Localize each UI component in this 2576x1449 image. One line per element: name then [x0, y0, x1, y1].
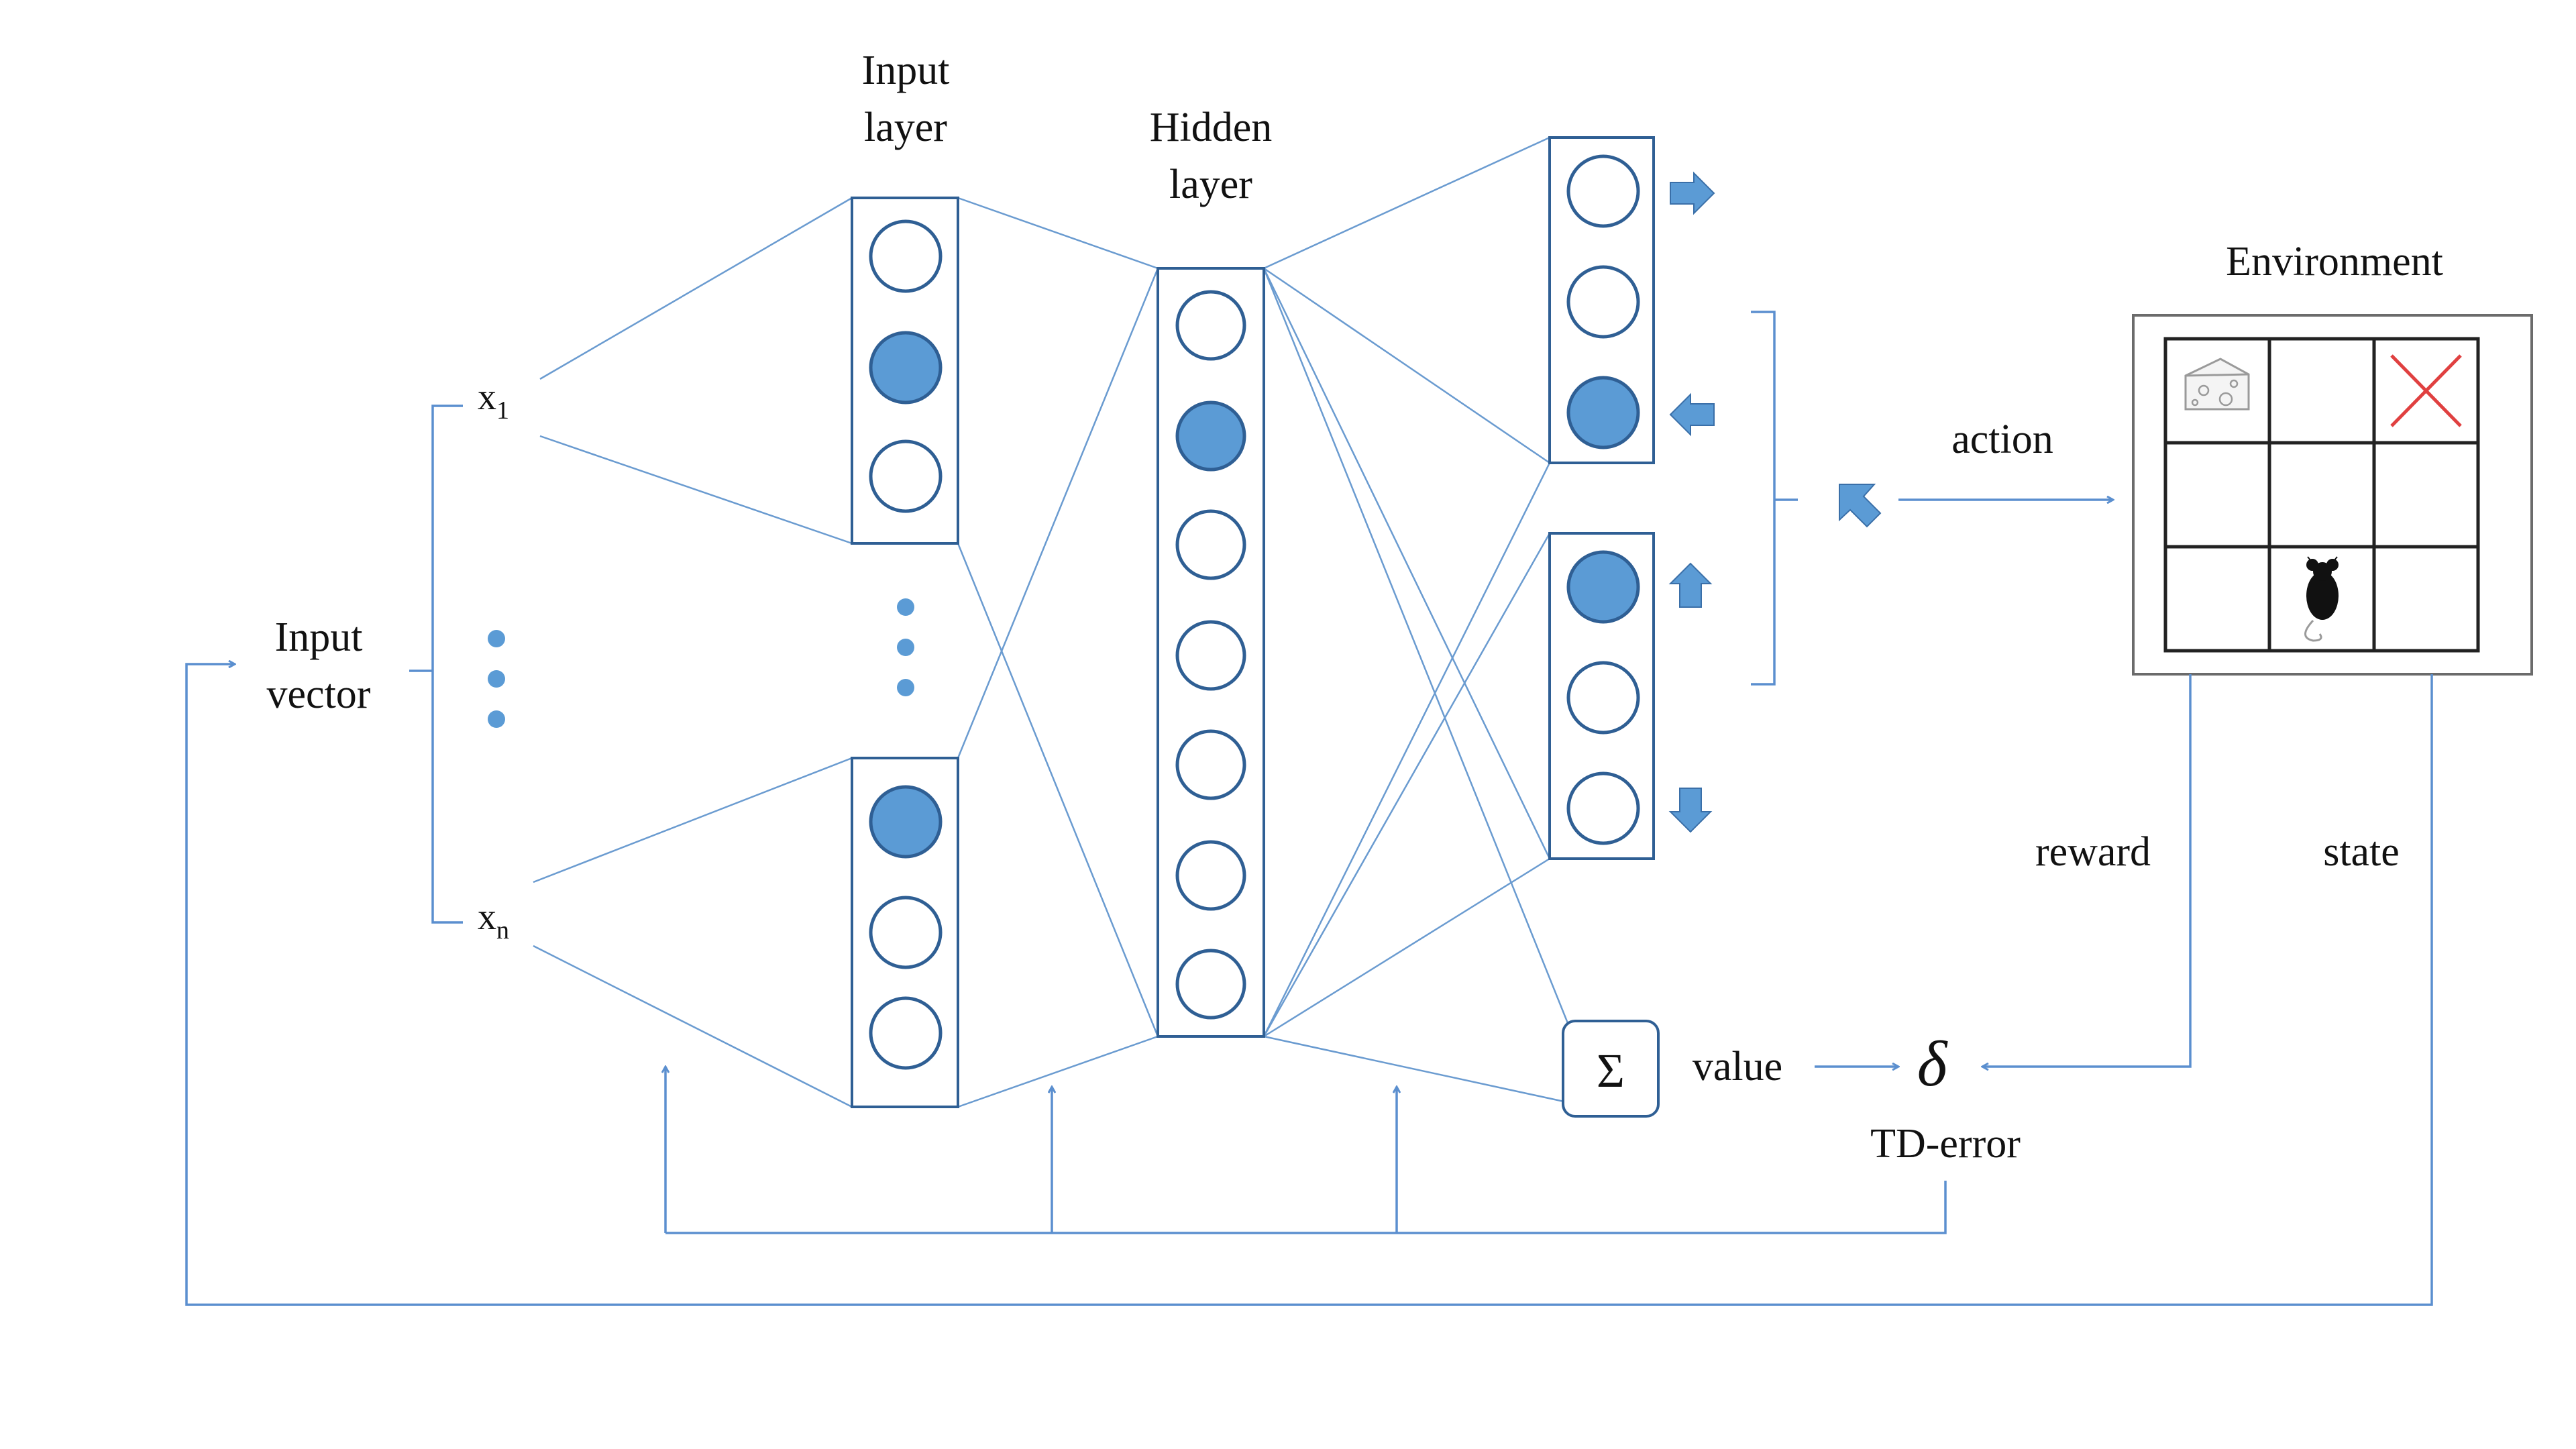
action-label: action: [1951, 417, 2053, 462]
value-label: value: [1693, 1044, 1782, 1089]
hidden-node: [1175, 290, 1246, 361]
environment-panel: [2132, 314, 2533, 676]
environment-grid: [2163, 337, 2480, 653]
input-node: [869, 219, 943, 293]
red-x-icon: [2390, 354, 2462, 427]
x1-label: x1: [478, 376, 509, 425]
hidden-node-active: [1175, 400, 1246, 472]
input-ellipsis-dots: [488, 630, 505, 728]
arrow-down-icon: [1668, 788, 1713, 833]
environment-title: Environment: [2226, 239, 2443, 284]
hidden-node: [1175, 729, 1246, 800]
state-feedback-arrow: [185, 664, 2433, 1306]
input-layer-box-bottom: [851, 757, 959, 1108]
mouse-icon: [2304, 556, 2339, 642]
state-label: state: [2323, 829, 2400, 875]
input-node: [869, 439, 943, 513]
delta-symbol: δ: [1917, 1028, 1948, 1099]
input-vector-label-line2: vector: [267, 672, 371, 717]
input-layer-title-line2: layer: [864, 105, 947, 150]
td-error-label: TD-error: [1870, 1121, 2021, 1167]
hidden-node: [1175, 509, 1246, 580]
hidden-node: [1175, 840, 1246, 911]
input-layer-title-line1: Input: [862, 48, 950, 93]
reward-label: reward: [2035, 829, 2151, 875]
input-node-active: [869, 785, 943, 859]
input-layer-ellipsis-dots: [897, 598, 914, 696]
input-vector-label-line1: Input: [275, 614, 363, 660]
output-node: [1566, 661, 1640, 735]
input-node-active: [869, 331, 943, 405]
sigma-box: Σ: [1562, 1020, 1660, 1118]
output-box-bottom: [1548, 532, 1655, 860]
xn-label: xn: [478, 896, 509, 945]
input-node: [869, 996, 943, 1070]
output-node-active: [1566, 376, 1640, 449]
input-layer-box-top: [851, 197, 959, 545]
action-brace: [1751, 311, 1798, 686]
input-vector-brace: [409, 405, 463, 924]
output-node-active: [1566, 550, 1640, 624]
hidden-node: [1175, 949, 1246, 1020]
output-node: [1566, 265, 1640, 339]
arrow-up-icon: [1668, 562, 1713, 608]
input-node: [869, 896, 943, 969]
hidden-layer-box: [1157, 267, 1265, 1038]
network-connections: [533, 136, 1574, 1108]
cheese-icon: [2184, 358, 2250, 411]
td-error-feedback: [665, 1067, 1947, 1234]
output-node: [1566, 771, 1640, 845]
hidden-layer-title-line2: layer: [1169, 162, 1252, 207]
hidden-node: [1175, 620, 1246, 691]
sigma-symbol: Σ: [1597, 1044, 1625, 1097]
output-box-top: [1548, 136, 1655, 464]
hidden-layer-title-line1: Hidden: [1150, 105, 1273, 150]
arrow-right-icon: [1670, 171, 1715, 215]
output-node: [1566, 154, 1640, 228]
arrow-left-icon: [1669, 392, 1715, 437]
reward-arrow: [1982, 674, 2192, 1067]
arrow-up-left-icon: [1839, 484, 1882, 528]
